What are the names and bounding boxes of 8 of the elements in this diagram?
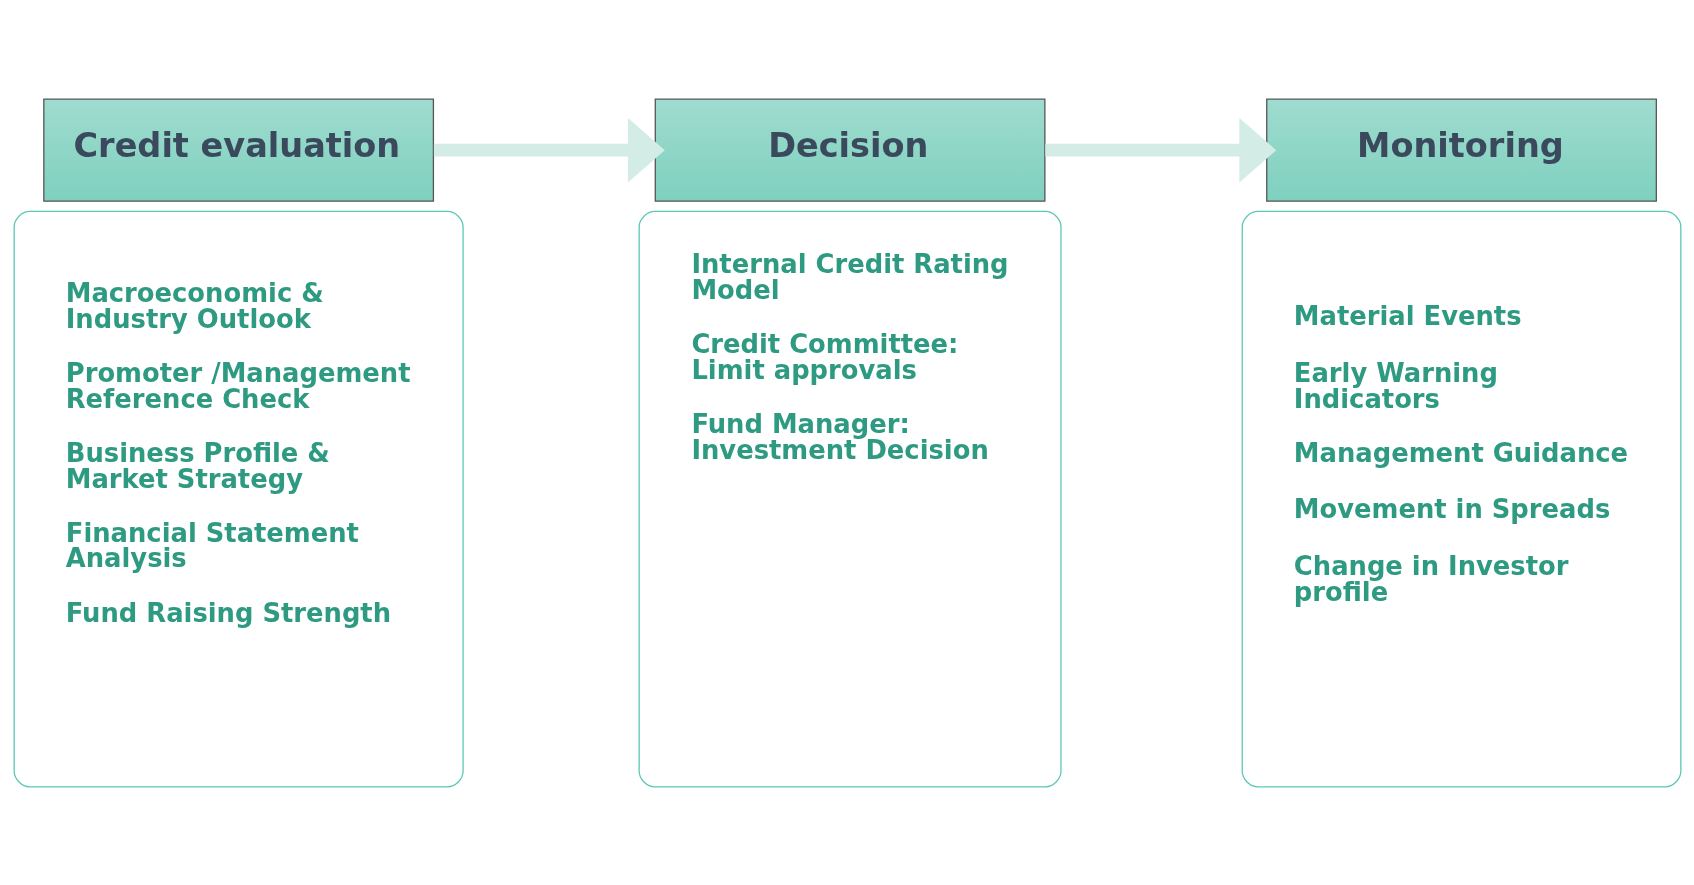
node-box: Monitoring <box>1265 98 1657 202</box>
node-box: Credit evaluation <box>42 98 434 202</box>
node-box: Material Events Early Warning Indicators Management Guidance Movement in Spreads Change in Investor profile <box>1241 210 1681 787</box>
node-box: Internal Credit Rating Model Credit Committee: Limit approvals Fund Manager: Investment Decision <box>638 210 1062 787</box>
node-box: Macroeconomic & Industry Outlook Promoter /Management Reference Check Business Profile & Market Strategy Financial Statement Analysis Fund Raising Strength <box>13 210 464 787</box>
arrow <box>433 117 665 182</box>
arrow <box>1044 117 1276 182</box>
node-box: Decision <box>654 98 1045 202</box>
